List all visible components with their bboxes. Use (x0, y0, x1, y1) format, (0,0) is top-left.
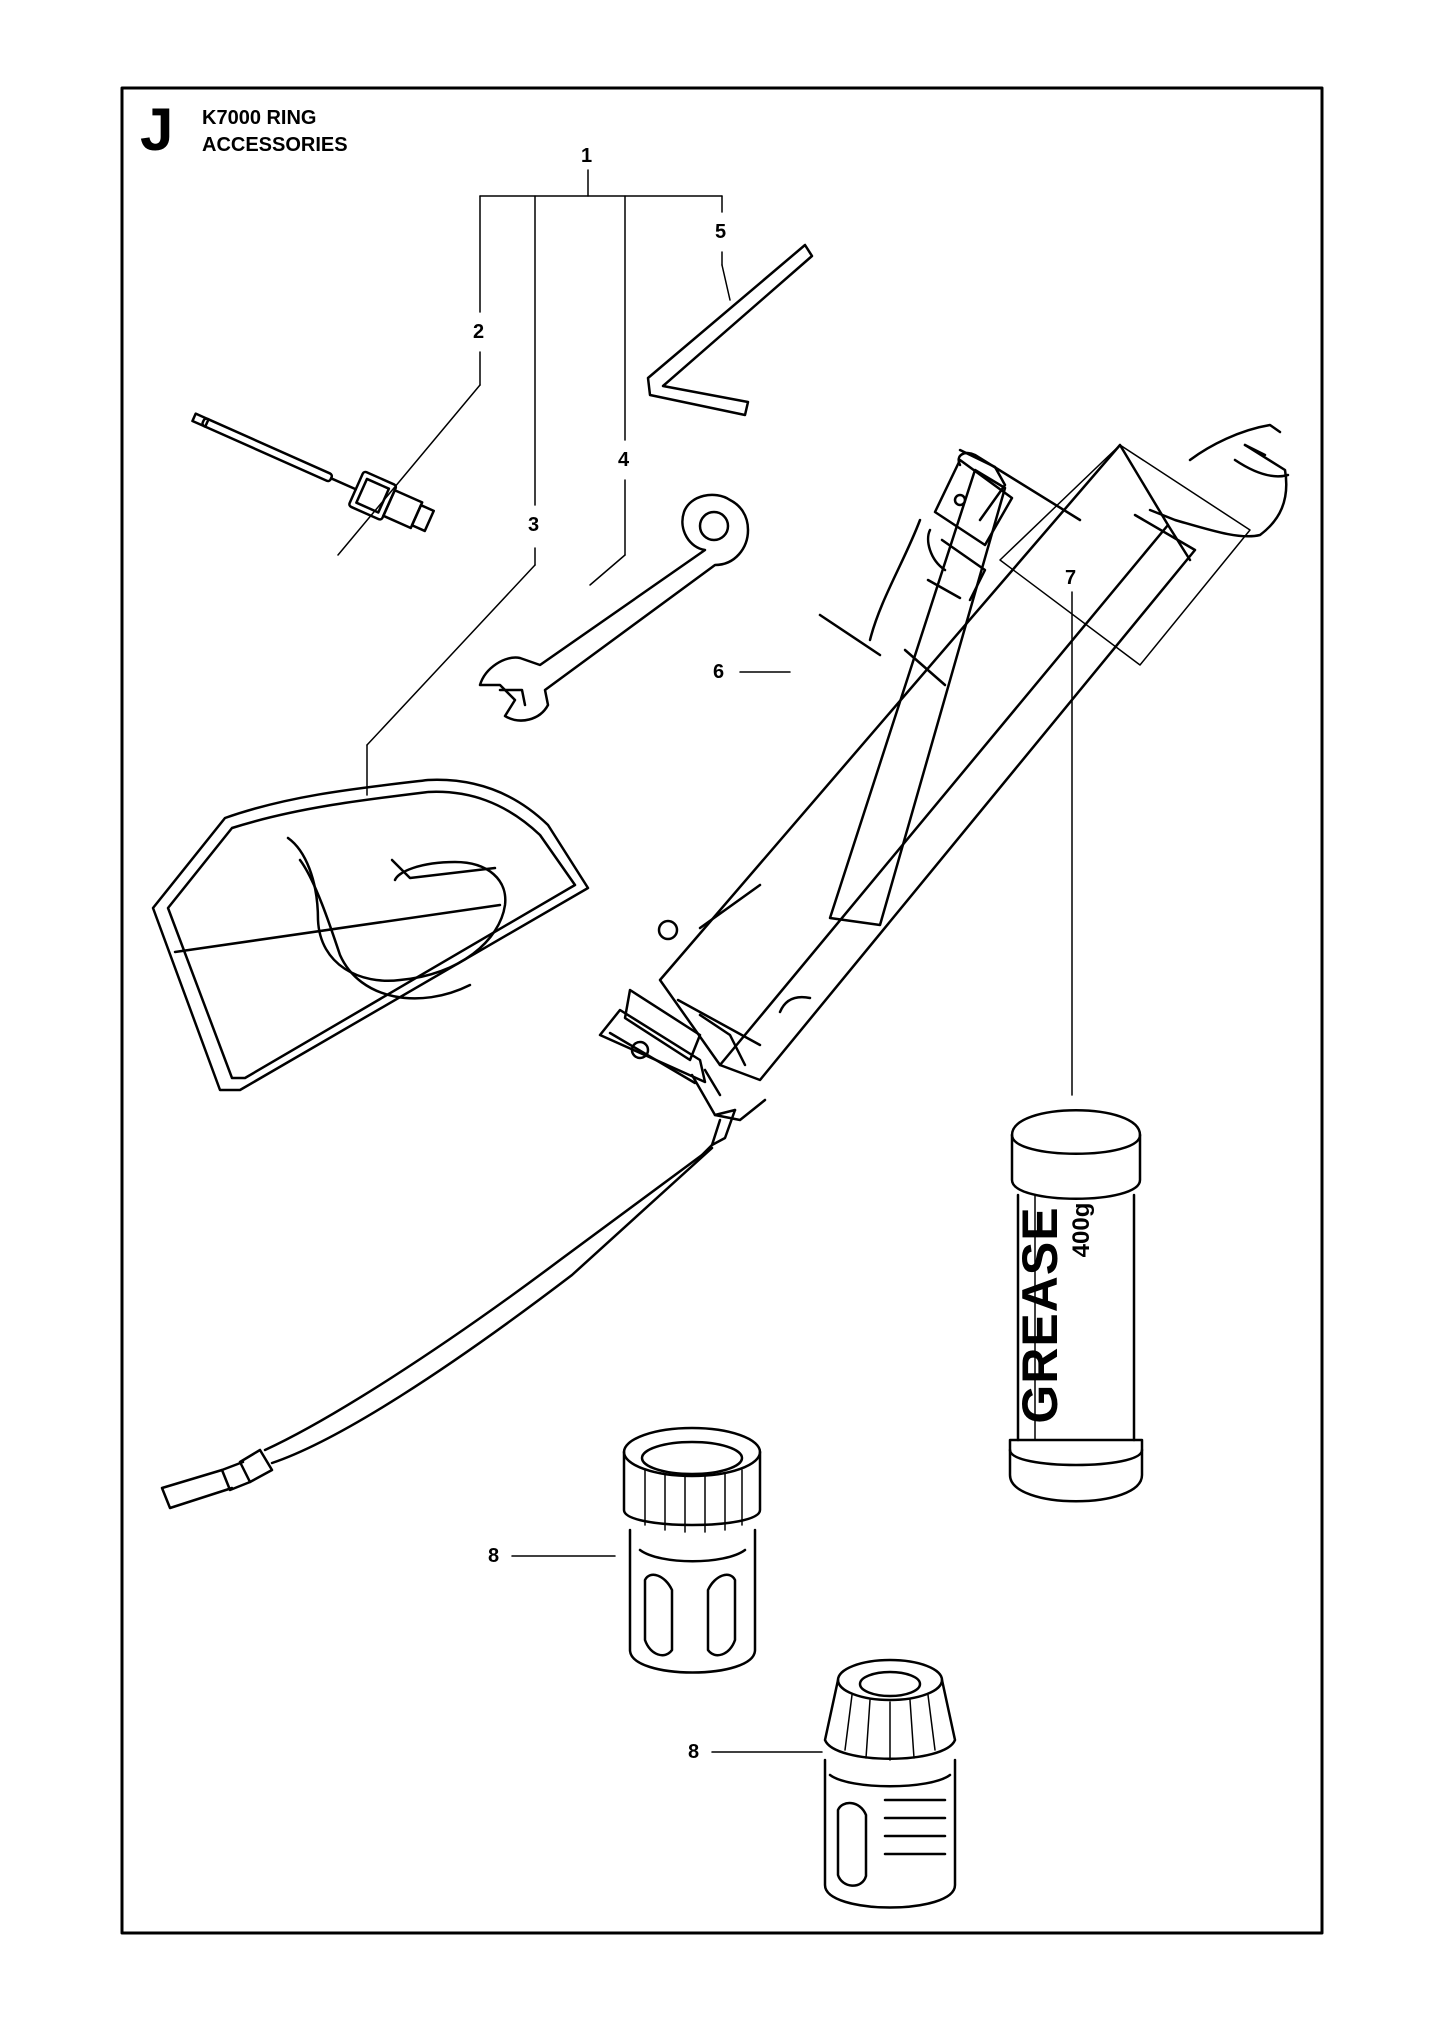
hose-coupling-icon (622, 1426, 762, 1674)
grease-gun-icon (160, 423, 1290, 1510)
tool-bag-icon (151, 778, 590, 1092)
hose-coupling-icon (823, 1658, 957, 1909)
grease-cartridge-icon (1008, 1109, 1144, 1503)
frame-border (120, 86, 1324, 1935)
callout-5: 5 (715, 221, 727, 243)
combination-wrench-icon (478, 493, 750, 722)
callout-1: 1 (581, 145, 593, 167)
grease-weight-label: 400g (1068, 1203, 1096, 1258)
t-handle-socket-wrench-icon (191, 412, 435, 533)
hex-key-icon (646, 243, 814, 417)
grease-label-main: GREASE (1012, 1206, 1068, 1424)
callout-3: 3 (528, 514, 540, 536)
grease-label: GREASE (1011, 1206, 1069, 1423)
group-title: ACCESSORIES (202, 134, 348, 156)
callout-7: 7 (1065, 567, 1077, 589)
section-letter: J (140, 96, 174, 163)
grease-label-weight: 400g (1068, 1202, 1095, 1258)
model-title: K7000 RING (202, 107, 317, 129)
callout-8-lower: 8 (688, 1741, 700, 1763)
callout-6: 6 (713, 661, 725, 683)
leader-lines (337, 169, 1073, 1753)
callout-4: 4 (618, 449, 630, 471)
callout-2: 2 (473, 321, 485, 343)
callout-8-upper: 8 (488, 1545, 500, 1567)
